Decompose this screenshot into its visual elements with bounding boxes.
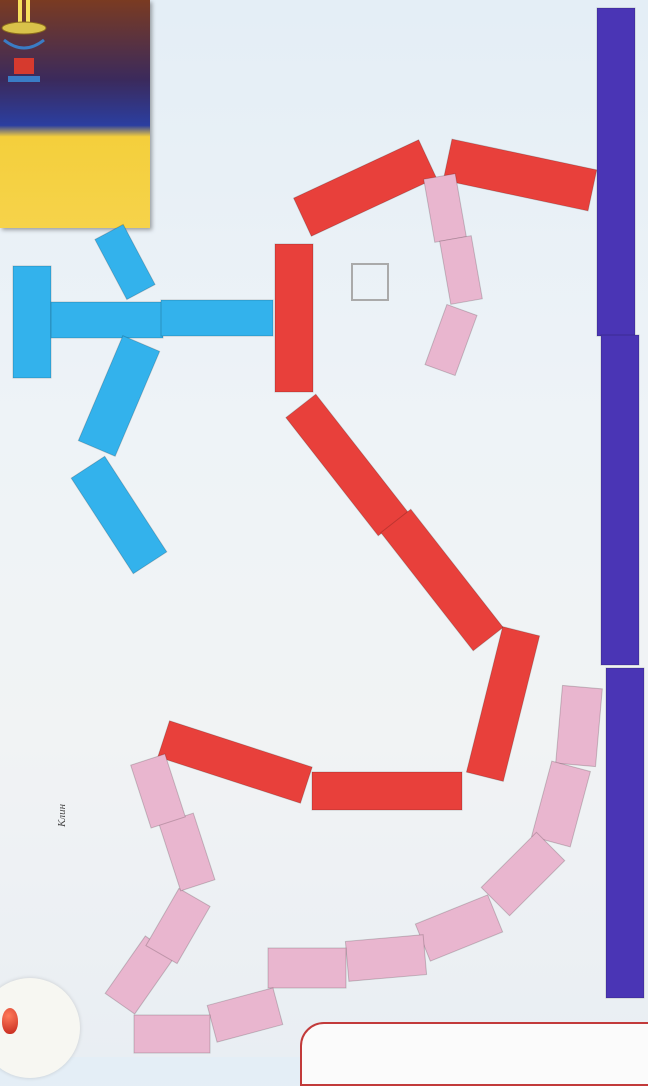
pink-stick — [440, 236, 483, 305]
blue-stick — [13, 266, 51, 378]
red-stick — [466, 627, 539, 782]
red-stick — [294, 140, 437, 236]
pink-stick — [268, 948, 346, 988]
stick-figures — [0, 0, 648, 1057]
pink-stick — [345, 935, 426, 982]
pink-stick — [131, 754, 186, 828]
empty-square-icon — [352, 264, 388, 300]
red-stick — [286, 394, 408, 536]
blue-stick — [95, 224, 155, 299]
side-caption: Клин — [52, 790, 72, 840]
red-stick — [381, 509, 503, 651]
blue-stick — [71, 456, 167, 573]
pink-stick — [134, 1015, 210, 1053]
stick-puzzle-page: Клин — [0, 0, 648, 1057]
pink-stick — [481, 832, 564, 915]
note-frame — [300, 1022, 648, 1086]
red-stick — [158, 721, 312, 803]
blue-stick — [161, 300, 273, 336]
pink-stick — [556, 685, 603, 766]
blue-stick — [78, 336, 159, 457]
violet-stick — [606, 668, 644, 998]
red-stick — [275, 244, 313, 392]
pink-stick — [207, 988, 283, 1042]
red-stick — [312, 772, 462, 810]
pink-stick — [159, 813, 215, 891]
fruit-icon — [2, 1008, 18, 1034]
violet-stick — [597, 8, 635, 336]
pink-stick — [425, 304, 477, 375]
pink-stick — [415, 895, 502, 961]
red-stick — [443, 139, 596, 211]
violet-stick — [601, 335, 639, 665]
pink-stick — [532, 761, 591, 847]
blue-stick — [51, 302, 163, 338]
